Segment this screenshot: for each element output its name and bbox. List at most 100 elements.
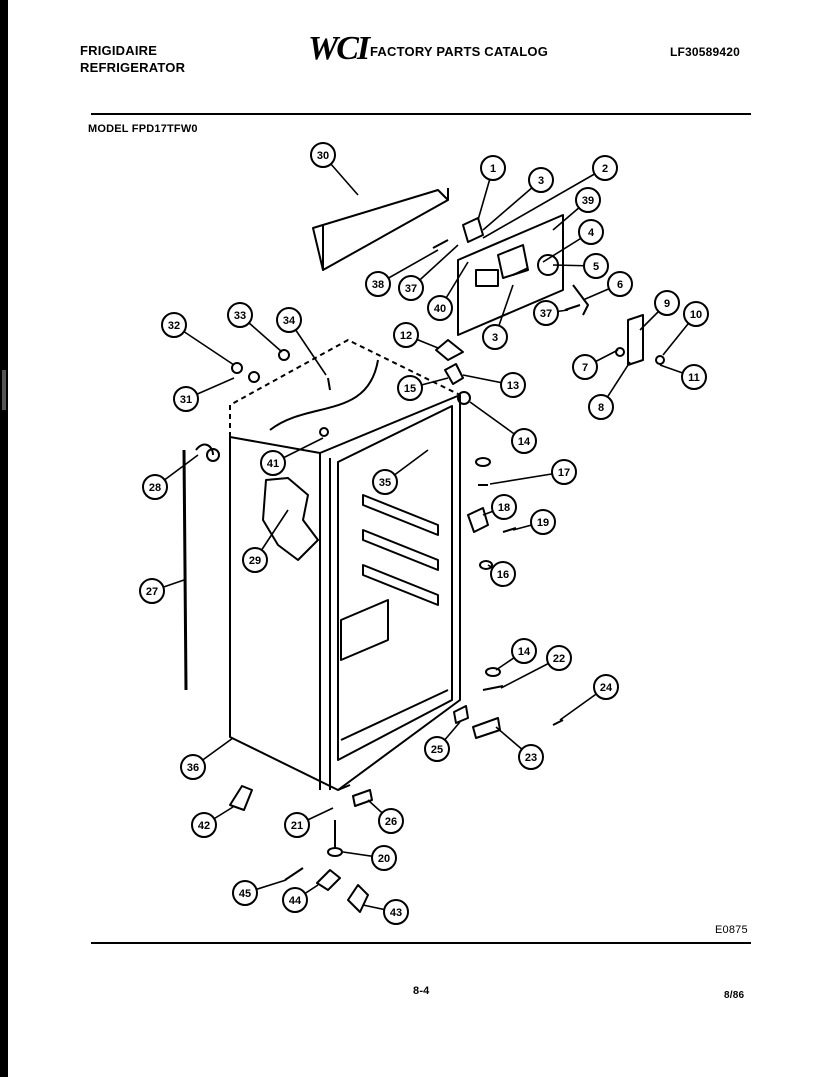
callout-number: 26 [385, 816, 397, 828]
callout-number: 36 [187, 762, 199, 774]
callout-34: 34 [276, 307, 302, 333]
callout-42: 42 [191, 812, 217, 838]
callout-number: 7 [582, 362, 588, 374]
page-number: 8-4 [413, 985, 430, 997]
callout-14: 14 [511, 428, 537, 454]
product-type: REFRIGERATOR [80, 60, 186, 75]
shelf-rail-1 [362, 494, 439, 536]
callout-6: 6 [607, 271, 633, 297]
catalog-title: FACTORY PARTS CATALOG [370, 44, 549, 59]
callout-3: 3 [528, 167, 554, 193]
callout-22: 22 [546, 645, 572, 671]
callout-38: 38 [365, 271, 391, 297]
callout-number: 38 [372, 279, 384, 291]
cabinet-front-edge [319, 453, 331, 790]
callout-number: 21 [291, 820, 303, 832]
callout-number: 45 [239, 888, 251, 900]
callout-number: 5 [593, 261, 599, 273]
callout-13: 13 [500, 372, 526, 398]
callout-24: 24 [593, 674, 619, 700]
relay-9 [627, 314, 644, 366]
callout-9: 9 [654, 290, 680, 316]
callout-number: 29 [249, 555, 261, 567]
callout-number: 15 [404, 383, 416, 395]
callout-number: 35 [379, 477, 391, 489]
callout-number: 13 [507, 380, 519, 392]
callout-number: 14 [518, 646, 531, 658]
trim-strip-27 [182, 449, 188, 691]
callout-number: 27 [146, 586, 158, 598]
callout-number: 4 [588, 227, 595, 239]
shelf-rail-2 [362, 529, 439, 571]
callout-23: 23 [518, 744, 544, 770]
callout-number: 16 [497, 569, 509, 581]
callout-leader-2 [482, 167, 606, 239]
callout-number: 44 [289, 895, 302, 907]
callout-number: 11 [688, 372, 700, 384]
drawing-number: E0875 [715, 924, 748, 936]
callout-41: 41 [260, 450, 286, 476]
callout-number: 18 [498, 502, 510, 514]
callout-number: 43 [390, 907, 402, 919]
cabinet-door-opening [337, 405, 453, 761]
brand-name: FRIGIDAIRE [80, 43, 158, 58]
callout-16: 16 [490, 561, 516, 587]
callout-30: 30 [310, 142, 336, 168]
cabinet-floor [340, 689, 449, 741]
callout-number: 41 [267, 458, 279, 470]
callout-number: 34 [283, 315, 296, 327]
cabinet-top [229, 339, 461, 437]
callout-26: 26 [378, 808, 404, 834]
callout-32: 32 [161, 312, 187, 338]
callout-12: 12 [393, 322, 419, 348]
callout-number: 37 [540, 308, 552, 320]
callout-number: 32 [168, 320, 180, 332]
binding-marks [2, 370, 6, 410]
control-panel-39 [457, 214, 564, 336]
wiring-harness [262, 477, 319, 561]
callout-number: 3 [538, 175, 544, 187]
callout-5: 5 [583, 253, 609, 279]
callout-39: 39 [575, 187, 601, 213]
callout-36: 36 [180, 754, 206, 780]
callout-35: 35 [372, 469, 398, 495]
callout-18: 18 [491, 494, 517, 520]
callout-44: 44 [282, 887, 308, 913]
shelf-rail-3 [362, 564, 439, 606]
callout-number: 8 [598, 402, 604, 414]
callout-14: 14 [511, 638, 537, 664]
callout-number: 1 [490, 163, 496, 175]
callout-29: 29 [242, 547, 268, 573]
callout-number: 31 [180, 394, 192, 406]
bracket-42 [229, 785, 253, 811]
callout-7: 7 [572, 354, 598, 380]
callout-40: 40 [427, 295, 453, 321]
callout-number: 42 [198, 820, 210, 832]
revision-date: 8/86 [724, 990, 745, 1001]
callout-number: 24 [600, 682, 613, 694]
callout-8: 8 [588, 394, 614, 420]
callout-25: 25 [424, 736, 450, 762]
light-lens-12 [435, 339, 464, 361]
document-number: LF30589420 [670, 45, 741, 59]
callout-number: 37 [405, 283, 417, 295]
callout-number: 19 [537, 517, 549, 529]
callout-number: 20 [378, 853, 390, 865]
callout-11: 11 [681, 364, 707, 390]
callout-number: 39 [582, 195, 594, 207]
model-label: MODEL FPD17TFW0 [88, 123, 198, 135]
callout-19: 19 [530, 509, 556, 535]
callout-number: 22 [553, 653, 565, 665]
callout-45: 45 [232, 880, 258, 906]
callout-number: 3 [492, 332, 498, 344]
callout-number: 33 [234, 310, 246, 322]
callout-31: 31 [173, 386, 199, 412]
wci-logo: WCI [308, 30, 370, 67]
callout-37: 37 [398, 275, 424, 301]
left-scan-edge [0, 0, 8, 1077]
callout-1: 1 [480, 155, 506, 181]
callout-10: 10 [683, 301, 709, 327]
callout-2: 2 [592, 155, 618, 181]
footer-rule [91, 942, 751, 944]
callout-number: 9 [664, 298, 670, 310]
